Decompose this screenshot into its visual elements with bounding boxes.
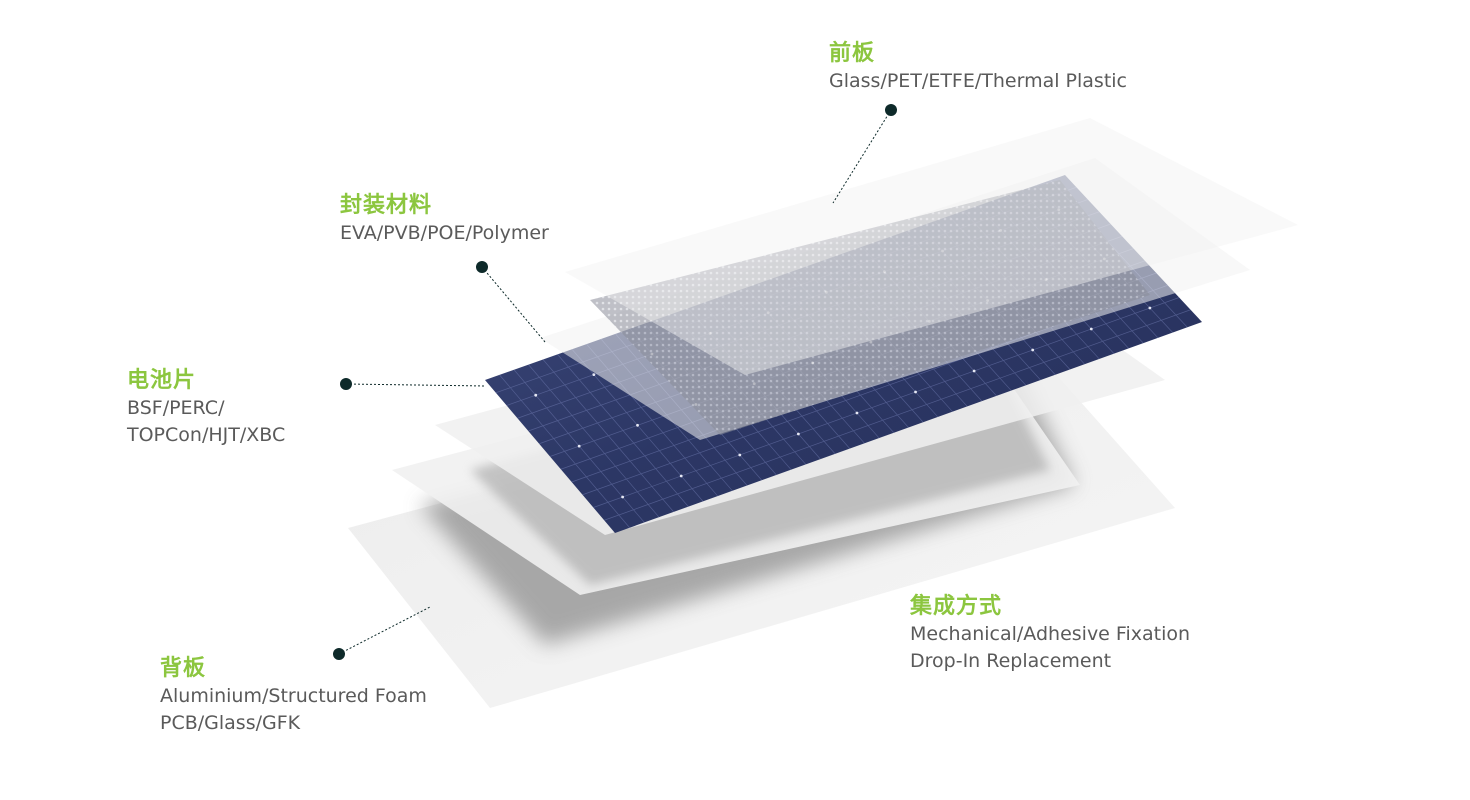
cell-contact-dot <box>738 453 742 457</box>
back-sheet-line2: PCB/Glass/GFK <box>160 712 301 734</box>
cell-contact-dot <box>621 495 625 499</box>
front-sheet-layer <box>565 118 1298 375</box>
cell-row-line <box>604 309 1191 521</box>
cell-contact-dot <box>1148 306 1152 310</box>
encapsulant-marker-dot <box>476 261 488 273</box>
back-marker-dot <box>333 648 345 660</box>
cells-materials-line2: TOPCon/HJT/XBC <box>127 424 286 446</box>
cell-contact-dot <box>855 411 859 415</box>
integration-line1: Mechanical/Adhesive Fixation <box>910 623 1191 645</box>
encapsulant-materials: EVA/PVB/POE/Polymer <box>340 222 549 244</box>
integration-line2: Drop-In Replacement <box>910 650 1112 672</box>
cell-row-line <box>593 297 1180 508</box>
front-marker-dot <box>885 104 897 116</box>
cell-contact-dot <box>636 423 639 427</box>
front-sheet-label: 前板 Glass/PET/ETFE/Thermal Plastic <box>829 40 1127 95</box>
cell-contact-dot <box>1089 327 1093 331</box>
cell-contact-dot <box>534 393 538 397</box>
back-sheet-line1: Aluminium/Structured Foam <box>160 685 427 707</box>
cell-contact-dot <box>972 369 976 373</box>
cells-title: 电池片 <box>127 368 197 393</box>
cells-label: 电池片 BSF/PERC/ TOPCon/HJT/XBC <box>127 367 285 449</box>
back-sheet-title: 背板 <box>160 656 207 681</box>
back-sheet-label: 背板 Aluminium/Structured Foam PCB/Glass/G… <box>160 655 427 737</box>
upper-encapsulant-texture <box>590 180 1150 435</box>
cells-leader-line <box>345 383 487 387</box>
encapsulant-title: 封装材料 <box>340 193 433 218</box>
cell-contact-dot <box>914 390 917 394</box>
encapsulant-label: 封装材料 EVA/PVB/POE/Polymer <box>340 192 549 247</box>
back-leader-line <box>338 606 431 655</box>
integration-label: 集成方式 Mechanical/Adhesive Fixation Drop-I… <box>910 593 1190 675</box>
cell-contact-dot <box>577 444 581 448</box>
front-sheet-title: 前板 <box>829 41 876 66</box>
integration-title: 集成方式 <box>910 594 1003 619</box>
cell-contact-dot <box>592 373 596 376</box>
cell-contact-dot <box>679 474 683 478</box>
cells-marker-dot <box>340 378 352 390</box>
cell-contact-dot <box>1031 348 1035 352</box>
cells-materials-line1: BSF/PERC/ <box>127 397 225 419</box>
cell-contact-dot <box>796 432 800 436</box>
front-sheet-materials: Glass/PET/ETFE/Thermal Plastic <box>829 70 1127 92</box>
encapsulant-leader-line <box>481 266 546 343</box>
